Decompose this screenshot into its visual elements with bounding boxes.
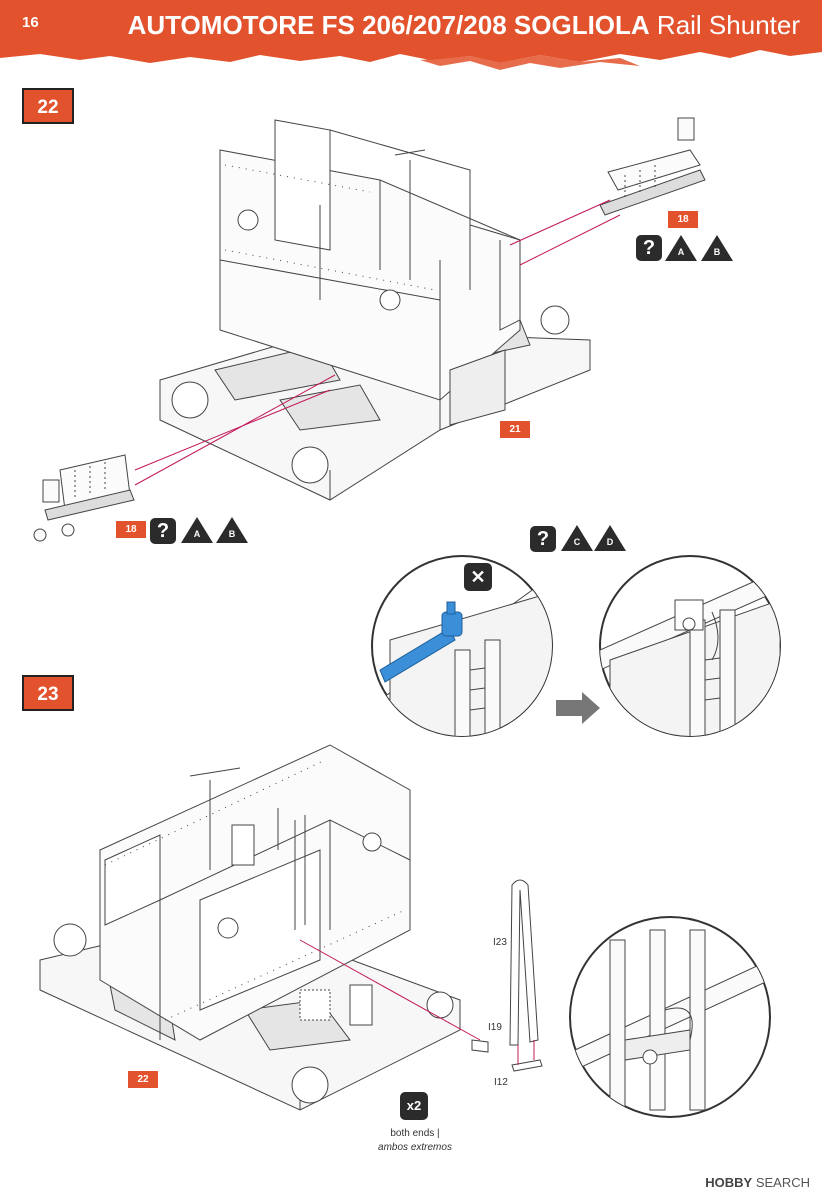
step-22-badge: 22 (22, 88, 74, 124)
title-light: Rail Shunter (656, 10, 800, 40)
part-label-i19: I19 (488, 1022, 502, 1033)
triangle-c-icon: C (560, 524, 594, 552)
brand-search: SEARCH (755, 1175, 810, 1190)
part-label-i23: I23 (493, 937, 507, 948)
triangle-a-icon: A (664, 234, 698, 262)
footer-brand: HOBBY SEARCH (705, 1175, 810, 1190)
part-tag-18-bottom: 18 (116, 521, 146, 538)
part-tag-21: 21 (500, 421, 530, 438)
page-header: 16 AUTOMOTORE FS 206/207/208 SOGLIOLA Ra… (0, 0, 822, 80)
part-tag-22: 22 (128, 1071, 158, 1088)
triangle-b-icon: B (215, 516, 249, 544)
question-icon: ? (636, 235, 662, 261)
page-title: AUTOMOTORE FS 206/207/208 SOGLIOLA Rail … (128, 10, 800, 41)
brand-h: H (705, 1175, 715, 1190)
note-spanish: ambos extremos (378, 1142, 452, 1153)
triangle-a-icon: A (180, 516, 214, 544)
brand-bby: BBY (724, 1175, 753, 1190)
triangle-b-icon: B (700, 234, 734, 262)
multiplier-badge: x2 (400, 1092, 428, 1120)
step-23-badge: 23 (22, 675, 74, 711)
part-label-i12: I12 (494, 1077, 508, 1088)
part-tag-18-top: 18 (668, 211, 698, 228)
page-number: 16 (22, 14, 39, 31)
header-banner (0, 0, 822, 70)
close-icon: ✕ (464, 563, 492, 591)
note-english: both ends | (390, 1128, 440, 1139)
question-icon: ? (530, 526, 556, 552)
question-icon: ? (150, 518, 176, 544)
triangle-d-icon: D (593, 524, 627, 552)
title-bold: AUTOMOTORE FS 206/207/208 SOGLIOLA (127, 10, 650, 40)
arrow-right-icon (556, 692, 600, 724)
brand-o: O (714, 1175, 725, 1190)
both-ends-note: both ends | ambos extremos (360, 1127, 470, 1155)
